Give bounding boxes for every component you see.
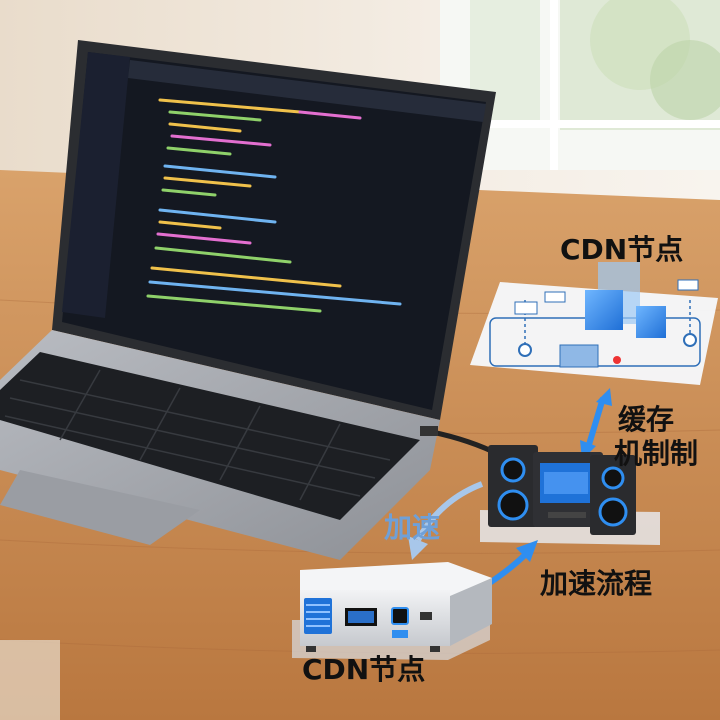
laptop-keyboard <box>0 352 420 520</box>
speaker-set <box>480 445 660 545</box>
cache-mechanism-label-line2: 机制制 <box>614 437 699 470</box>
cdn-diagram <box>470 262 718 385</box>
trackpad <box>0 470 200 545</box>
accelerate-flow-label: 加速流程 <box>540 567 653 600</box>
accelerate-label: 加速 <box>384 511 441 544</box>
window <box>440 0 720 170</box>
curved-down-arrow-icon <box>408 481 484 560</box>
code-lines <box>146 98 402 313</box>
laptop <box>0 40 502 560</box>
laptop-screen <box>62 52 486 410</box>
cdn-node-top-label: CDN节点 <box>560 233 684 266</box>
cache-mechanism-label-line1: 缓存 <box>618 403 675 436</box>
cdn-box-device <box>292 562 492 660</box>
cdn-node-bottom-label: CDN节点 <box>302 653 426 686</box>
